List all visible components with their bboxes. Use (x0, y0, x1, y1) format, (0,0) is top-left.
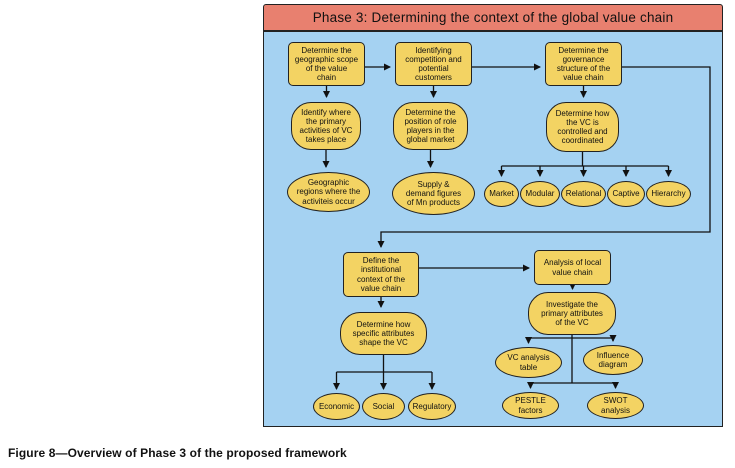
node-captive: Captive (607, 181, 645, 207)
node-supply-demand: Supply & demand figures of Mn products (392, 172, 475, 215)
node-swot-analysis: SWOT analysis (587, 392, 644, 419)
node-vc-controlled: Determine how the VC is controlled and c… (546, 102, 619, 152)
node-influence-diagram: Influence diagram (583, 345, 643, 375)
node-vc-analysis-table: VC analysis table (495, 347, 562, 378)
diagram-panel (263, 31, 723, 427)
node-geographic-scope: Determine the geographic scope of the va… (288, 42, 365, 86)
node-identifying-competition: Identifying competition and potential cu… (395, 42, 472, 86)
phase-title: Phase 3: Determining the context of the … (312, 10, 674, 25)
node-hierarchy: Hierarchy (646, 181, 691, 207)
phase-title-bar: Phase 3: Determining the context of the … (263, 4, 723, 31)
node-regulatory: Regulatory (408, 393, 456, 420)
node-position-role-players: Determine the position of role players i… (393, 102, 468, 150)
node-modular: Modular (520, 181, 560, 207)
node-identify-where: Identify where the primary activities of… (291, 102, 361, 150)
node-social: Social (362, 393, 405, 420)
node-market: Market (484, 181, 519, 207)
node-geographic-regions: Geographic regions where the activiteis … (287, 172, 370, 212)
node-define-institutional: Define the institutional context of the … (343, 252, 419, 297)
figure-caption: Figure 8—Overview of Phase 3 of the prop… (8, 446, 347, 460)
node-investigate-attributes: Investigate the primary attributes of th… (528, 292, 616, 335)
node-governance-structure: Determine the governance structure of th… (545, 42, 622, 86)
node-analysis-local: Analysis of local value chain (534, 250, 611, 285)
node-relational: Relational (561, 181, 606, 207)
node-determine-specific: Determine how specific attributes shape … (340, 312, 427, 355)
node-pestle-factors: PESTLE factors (502, 392, 559, 419)
node-economic: Economic (313, 393, 360, 420)
